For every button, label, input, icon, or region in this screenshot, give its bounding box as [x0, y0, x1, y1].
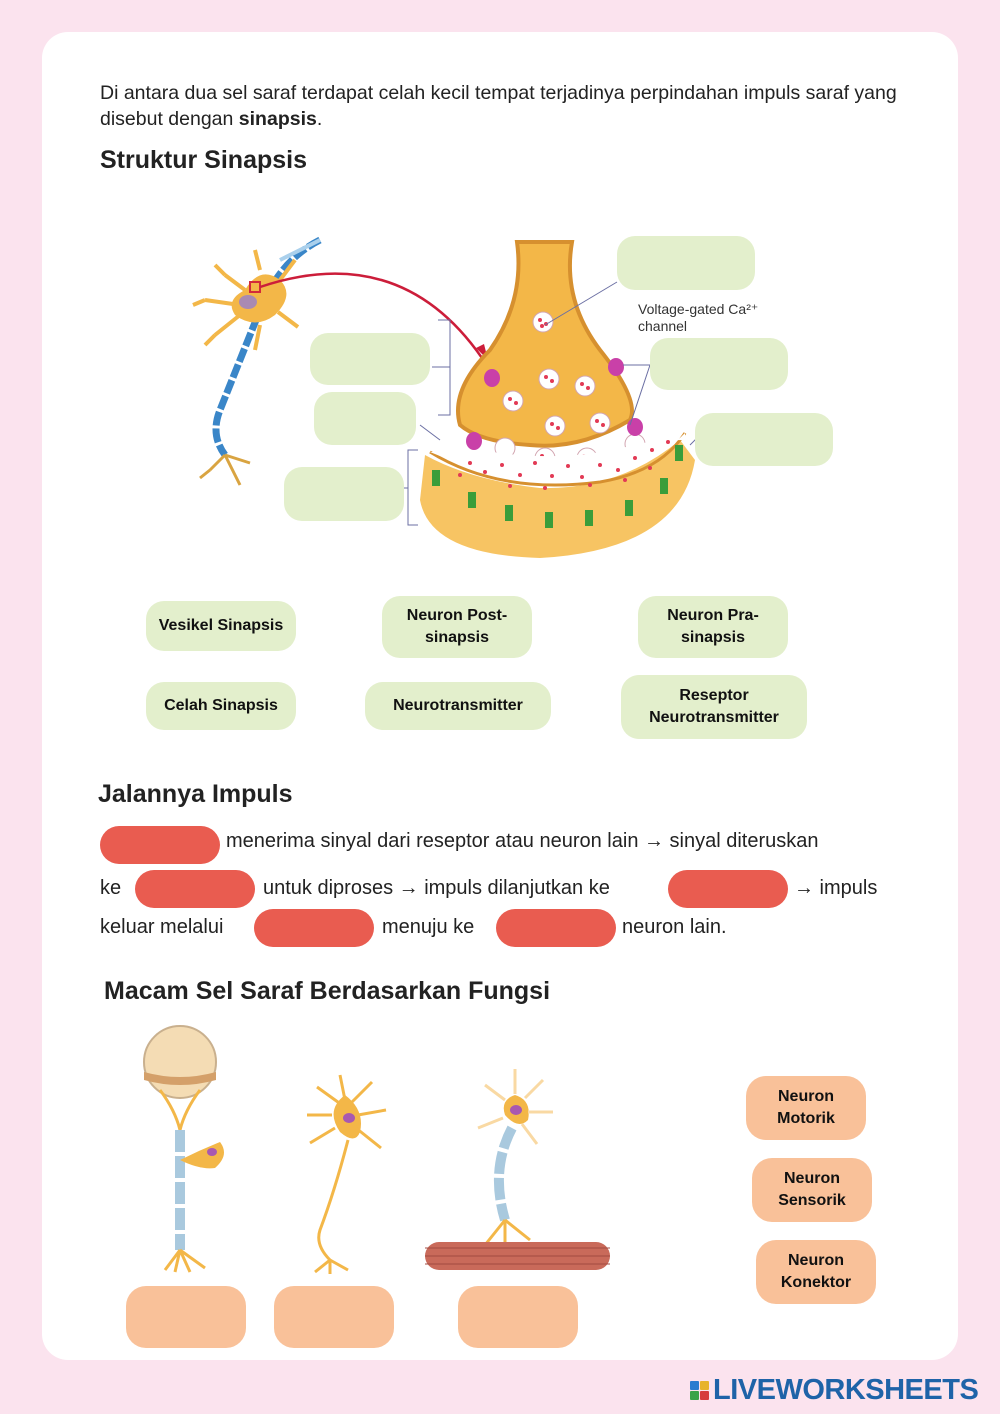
- ca-channel-label-line2: channel: [638, 318, 687, 334]
- drop-box-neuron-type-1[interactable]: [126, 1286, 246, 1348]
- blank-4[interactable]: [254, 909, 374, 947]
- chip-label: Neurotransmitter: [649, 707, 779, 729]
- ca-channel-label-line1: Voltage-gated Ca²⁺: [638, 301, 758, 317]
- sensory-neuron-illustration: [144, 1026, 224, 1272]
- chip-neuron-pra-sinapsis[interactable]: Neuron Pra-sinapsis: [638, 596, 788, 658]
- drop-box-presynaptic[interactable]: [310, 333, 430, 385]
- blank-3[interactable]: [668, 870, 788, 908]
- drop-box-postsynaptic[interactable]: [284, 467, 404, 521]
- motor-neuron-illustration: [425, 1069, 610, 1270]
- drop-box-vesicle[interactable]: [617, 236, 755, 290]
- chip-label: sinapsis: [425, 627, 489, 649]
- drop-box-cleft[interactable]: [314, 392, 416, 445]
- chip-label: Reseptor: [679, 685, 748, 707]
- neuron-types-illustration: [120, 1020, 620, 1282]
- chip-label: Celah Sinapsis: [164, 695, 278, 717]
- chip-celah-sinapsis[interactable]: Celah Sinapsis: [146, 682, 296, 730]
- synapse-diagram: Voltage-gated Ca²⁺ channel: [180, 220, 860, 580]
- chip-neurotransmitter[interactable]: Neurotransmitter: [365, 682, 551, 730]
- impuls-text-2: ke: [100, 877, 121, 900]
- chip-label: Motorik: [777, 1108, 835, 1130]
- chip-label: Neuron: [784, 1168, 840, 1190]
- chip-label: Neuron: [778, 1086, 834, 1108]
- chip-label: Neuron Post-: [407, 605, 507, 627]
- section-title-jalannya-impuls: Jalannya Impuls: [98, 780, 293, 809]
- chip-label: Neuron Pra-: [667, 605, 759, 627]
- chip-label: Neuron: [788, 1250, 844, 1272]
- chip-neuron-post-sinapsis[interactable]: Neuron Post-sinapsis: [382, 596, 532, 658]
- intro-bold-term: sinapsis: [239, 108, 317, 130]
- impuls-text-6: menuju ke: [382, 916, 474, 939]
- blank-5[interactable]: [496, 909, 616, 947]
- impuls-text-4: → impuls: [794, 877, 877, 900]
- impuls-text-1: menerima sinyal dari reseptor atau neuro…: [226, 830, 819, 853]
- intro-paragraph: Di antara dua sel saraf terdapat celah k…: [100, 80, 910, 132]
- liveworksheets-logo: LIVEWORKSHEETS: [690, 1374, 978, 1407]
- chip-vesikel-sinapsis[interactable]: Vesikel Sinapsis: [146, 601, 296, 651]
- intro-text: Di antara dua sel saraf terdapat celah k…: [100, 82, 897, 130]
- brand-name: LIVEWORKSHEETS: [713, 1374, 978, 1407]
- drop-box-receptor[interactable]: [695, 413, 833, 466]
- impuls-text-3: untuk diproses → impuls dilanjutkan ke: [263, 877, 610, 900]
- section-title-macam-sel-saraf: Macam Sel Saraf Berdasarkan Fungsi: [104, 977, 550, 1006]
- intro-period: .: [317, 108, 322, 130]
- chip-label: Neurotransmitter: [393, 695, 523, 717]
- chip-label: sinapsis: [681, 627, 745, 649]
- drop-box-neuron-type-2[interactable]: [274, 1286, 394, 1348]
- impuls-text-5: keluar melalui: [100, 916, 223, 939]
- drop-box-channel[interactable]: [650, 338, 788, 390]
- chip-label: Sensorik: [778, 1190, 846, 1212]
- interneuron-illustration: [307, 1075, 386, 1274]
- impuls-text-7: neuron lain.: [622, 916, 727, 939]
- drop-box-neuron-type-3[interactable]: [458, 1286, 578, 1348]
- chip-label: Konektor: [781, 1272, 851, 1294]
- chip-label: Vesikel Sinapsis: [159, 615, 284, 637]
- liveworksheets-logo-icon: [690, 1381, 709, 1400]
- section-title-struktur: Struktur Sinapsis: [100, 146, 307, 175]
- blank-2[interactable]: [135, 870, 255, 908]
- blank-1[interactable]: [100, 826, 220, 864]
